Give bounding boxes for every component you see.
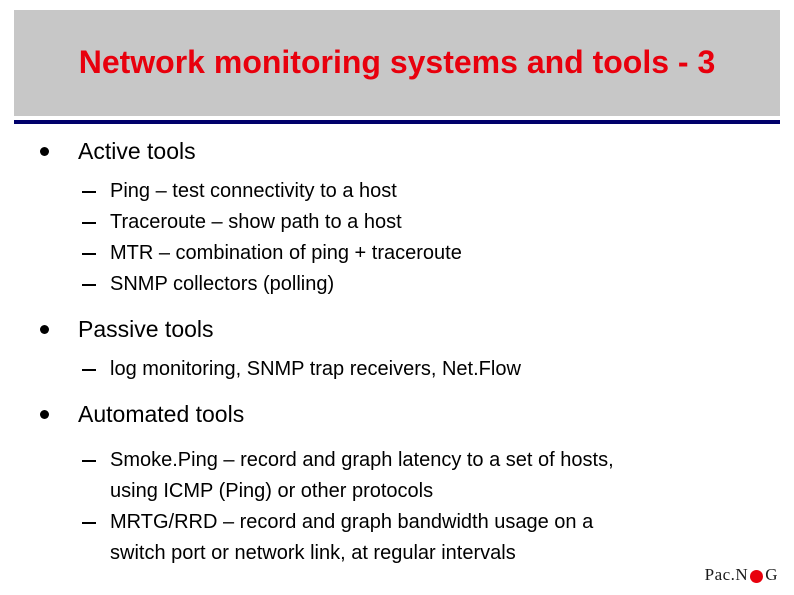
logo-prefix: Pac.N [704,565,749,584]
list-item-label: MTR – combination of ping + traceroute [110,242,462,264]
list-item-label: MRTG/RRD – record and graph bandwidth us… [110,511,594,533]
list-item: MRTG/RRD – record and graph bandwidth us… [14,507,780,569]
logo-dot-icon [750,569,764,583]
section-heading-label: Active tools [78,138,196,164]
page-title: Network monitoring systems and tools - 3 [78,44,716,81]
bullet-icon [40,325,49,334]
dash-icon [82,284,96,286]
spacer [14,168,780,176]
spacer [14,300,780,314]
dash-icon [82,522,96,524]
list-item-label: Smoke.Ping – record and graph latency to… [110,449,614,471]
dash-icon [82,253,96,255]
bullet-icon [40,147,49,156]
list-item-continuation: switch port or network link, at regular … [110,542,516,564]
bullet-icon [40,410,49,419]
section-heading-passive-tools: Passive tools [14,314,780,344]
list-item: Ping – test connectivity to a host [14,176,780,207]
logo-suffix: G [765,565,778,584]
list-item-label: Traceroute – show path to a host [110,211,402,233]
spacer [14,346,780,354]
section-heading-active-tools: Active tools [14,136,780,166]
list-item-label: log monitoring, SNMP trap receivers, Net… [110,358,521,380]
slide-content: Active tools Ping – test connectivity to… [14,136,780,564]
dash-icon [82,222,96,224]
dash-icon [82,369,96,371]
list-item: Traceroute – show path to a host [14,207,780,238]
section-heading-label: Automated tools [78,401,245,427]
list-item: MTR – combination of ping + traceroute [14,238,780,269]
section-heading-automated-tools: Automated tools [14,399,780,429]
logo-text: Pac.N G [705,565,778,585]
list-item: Smoke.Ping – record and graph latency to… [14,445,780,507]
spacer [14,385,780,399]
title-divider [14,120,780,124]
slide-title-band: Network monitoring systems and tools - 3 [14,10,780,116]
dash-icon [82,191,96,193]
list-item: SNMP collectors (polling) [14,269,780,300]
spacer [14,431,780,445]
list-item-label: SNMP collectors (polling) [110,273,335,295]
list-item-continuation: using ICMP (Ping) or other protocols [110,480,434,502]
section-heading-label: Passive tools [78,316,214,342]
pacnog-logo: Pac.N G [672,563,778,587]
dash-icon [82,460,96,462]
list-item-label: Ping – test connectivity to a host [110,180,397,202]
list-item: log monitoring, SNMP trap receivers, Net… [14,354,780,385]
